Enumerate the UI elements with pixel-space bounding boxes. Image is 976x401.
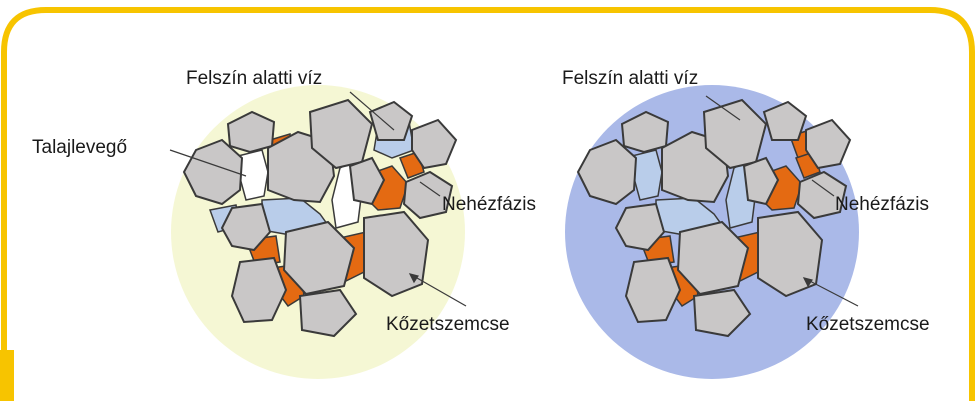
frame-corner-tab — [0, 350, 14, 401]
left-label-nonaqueous-phase: Nehézfázis — [442, 194, 536, 216]
left-label-soil-air: Talajlevegő — [32, 137, 127, 159]
right-label-rock-grain: Kőzetszemcse — [806, 314, 930, 336]
left-rock-grain — [412, 120, 456, 168]
right-label-groundwater: Felszín alatti víz — [562, 68, 698, 90]
left-label-rock-grain: Kőzetszemcse — [386, 314, 510, 336]
left-label-groundwater: Felszín alatti víz — [186, 68, 322, 90]
right-label-nonaqueous-phase: Nehézfázis — [835, 194, 929, 216]
right-rock-grain — [806, 120, 850, 168]
